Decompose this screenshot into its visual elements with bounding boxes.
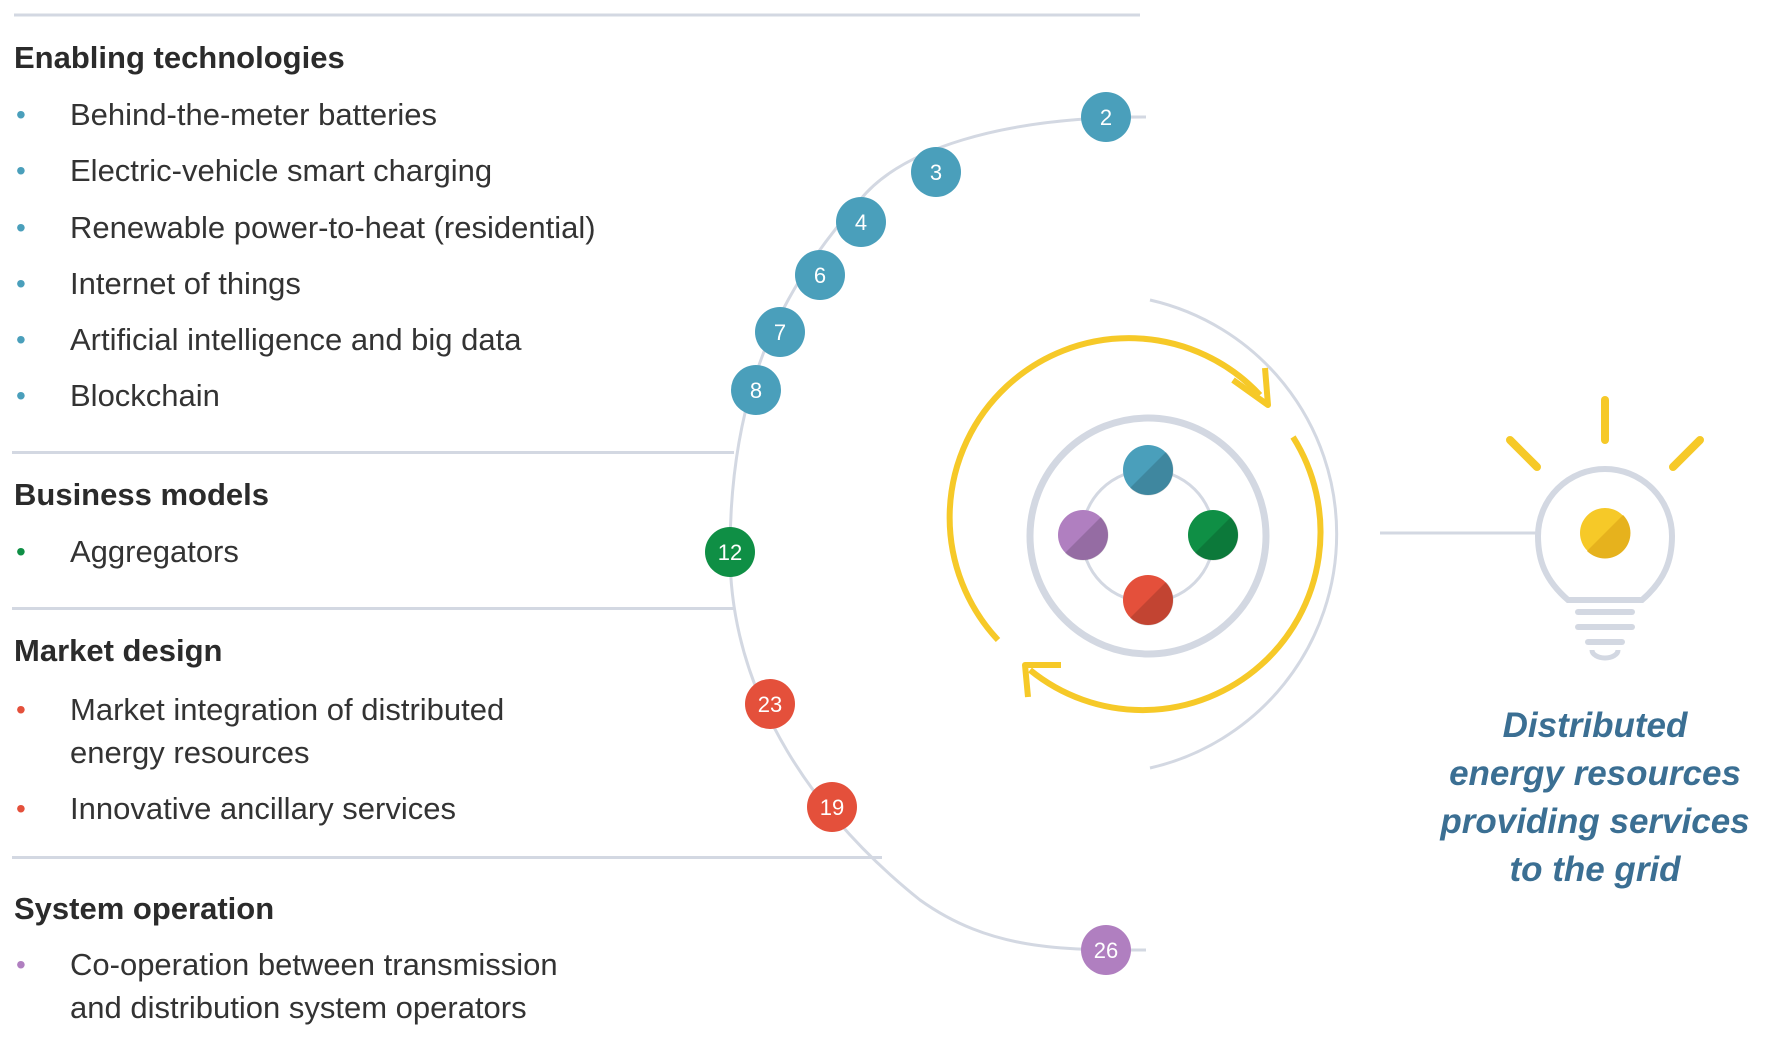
list-item-line: Market integration of distributed	[70, 692, 505, 727]
badge-number: 2	[1100, 105, 1112, 130]
number-badge: 26	[1081, 925, 1146, 975]
bullet-icon: •	[16, 380, 26, 411]
hub-dot-shade	[1130, 452, 1174, 496]
number-badge: 4	[836, 197, 886, 247]
section-heading-business-models: Business models	[14, 477, 269, 512]
divider	[12, 607, 734, 610]
outer-ring-arc	[1149, 298, 1339, 770]
bullet-icon: •	[16, 793, 26, 824]
badge-circle	[836, 197, 886, 247]
badge-circle	[1081, 925, 1131, 975]
bullet-icon: •	[16, 212, 26, 243]
badge-number: 19	[820, 795, 844, 820]
badge-circle	[911, 147, 961, 197]
number-badge: 2	[1081, 92, 1146, 142]
list-item-market-integration: Market integration of distributed energy…	[70, 688, 504, 774]
badge-number: 3	[930, 160, 942, 185]
number-badge: 19	[807, 782, 857, 832]
caption-line: energy resources	[1449, 754, 1741, 793]
number-badge: 23	[745, 679, 795, 729]
number-badge: 8	[731, 365, 781, 415]
section-heading-system-operation: System operation	[14, 891, 275, 926]
hub-dot-business	[1188, 510, 1238, 560]
divider	[12, 856, 882, 859]
caption-line: Distributed	[1502, 706, 1688, 745]
badge-circle	[745, 679, 795, 729]
section-heading-enabling-technologies: Enabling technologies	[14, 40, 345, 75]
cycle-arrow-upper	[946, 335, 1263, 643]
badge-number: 6	[814, 263, 826, 288]
bullet-icon: •	[16, 99, 26, 130]
arrowhead-lower-icon	[1022, 662, 1061, 698]
badge-circle	[795, 250, 845, 300]
list-item-line: and distribution system operators	[70, 990, 527, 1025]
hub-dot-shade	[1130, 582, 1174, 626]
caption-line: providing services	[1440, 802, 1750, 841]
bullet-icon: •	[16, 536, 26, 567]
badge-number: 12	[718, 540, 742, 565]
bullet-icon: •	[16, 155, 26, 186]
list-item-ev-smart-charging: Electric-vehicle smart charging	[70, 153, 493, 188]
number-badge: 7	[755, 307, 805, 357]
hub-dot-system	[1058, 510, 1108, 560]
inner-ring-outer	[1026, 414, 1270, 658]
hub-dot-shade	[1195, 517, 1239, 561]
cycle-arrow-lower	[1028, 435, 1324, 714]
list-item-internet-of-things: Internet of things	[70, 266, 301, 301]
arrowhead-upper-icon	[1231, 367, 1271, 408]
caption-line: to the grid	[1509, 850, 1681, 889]
badge-number: 26	[1094, 938, 1118, 963]
section-heading-market-design: Market design	[14, 633, 223, 668]
number-badge: 3	[911, 147, 961, 197]
badge-circle	[1081, 92, 1131, 142]
list-item-behind-the-meter-batteries: Behind-the-meter batteries	[70, 97, 438, 132]
list-item-ancillary-services: Innovative ancillary services	[70, 791, 456, 826]
badge-number: 7	[774, 320, 786, 345]
badge-circle	[755, 307, 805, 357]
hub-dot-shade	[1065, 517, 1109, 561]
hub-dot-enabling	[1123, 445, 1173, 495]
list-item-tso-dso-cooperation: Co-operation between transmission and di…	[70, 943, 558, 1029]
badge-circle	[705, 527, 755, 577]
cycle-arrows	[946, 335, 1324, 714]
bullet-icon: •	[16, 694, 26, 725]
list-item-line: Co-operation between transmission	[70, 947, 558, 982]
bullet-icon: •	[16, 268, 26, 299]
number-badge: 12	[705, 527, 755, 577]
light-bulb-icon	[1506, 396, 1704, 661]
bullet-icon: •	[16, 949, 26, 980]
hub-dot-market	[1123, 575, 1173, 625]
list-item-ai-big-data: Artificial intelligence and big data	[70, 322, 522, 357]
badge-number: 4	[855, 210, 867, 235]
list-item-blockchain: Blockchain	[70, 378, 220, 413]
number-badge: 6	[795, 250, 845, 300]
badge-number: 23	[758, 692, 782, 717]
divider	[12, 451, 734, 454]
list-item-aggregators: Aggregators	[70, 534, 239, 569]
caption: Distributed energy resources providing s…	[1425, 702, 1765, 894]
badge-circle	[731, 365, 781, 415]
badge-number: 8	[750, 378, 762, 403]
hub-dots	[1058, 445, 1239, 626]
list-item-line: energy resources	[70, 735, 310, 770]
badge-circle	[807, 782, 857, 832]
list-item-power-to-heat: Renewable power-to-heat (residential)	[70, 210, 596, 245]
bullet-icon: •	[16, 324, 26, 355]
